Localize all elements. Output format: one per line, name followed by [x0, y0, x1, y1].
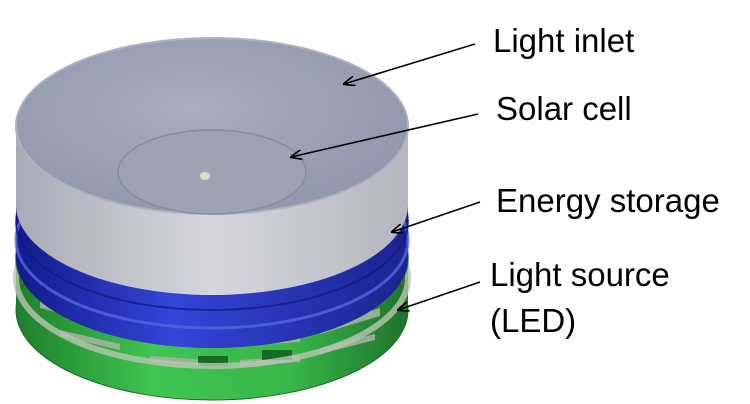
label-light-inlet: Light inlet	[493, 22, 635, 59]
arrow-light-source	[398, 281, 481, 310]
label-solar-cell: Solar cell	[496, 90, 632, 127]
arrow-light-inlet	[344, 43, 476, 84]
label-led: (LED)	[490, 302, 577, 339]
arrow-energy-storage	[392, 201, 481, 232]
arrow-solar-cell	[291, 113, 479, 157]
label-light-source: Light source	[490, 256, 670, 293]
solar-cell-disc	[117, 129, 307, 215]
label-energy-storage: Energy storage	[496, 182, 720, 219]
annotation-arrows	[291, 43, 481, 310]
